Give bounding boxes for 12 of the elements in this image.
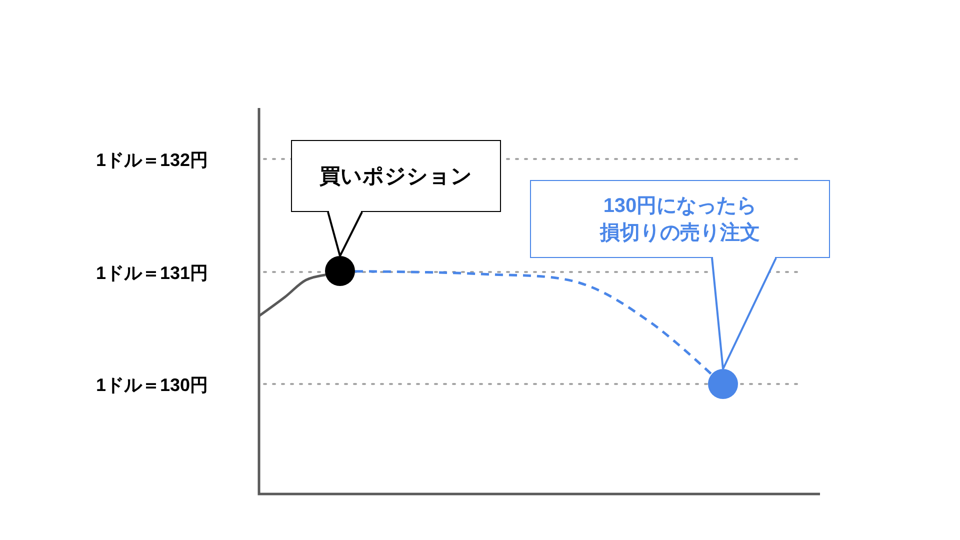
callout-pointer	[711, 257, 777, 370]
axis-label: 1ドル＝131円	[94, 262, 208, 285]
callout-text: 130円になったら損切りの売り注文	[598, 194, 761, 246]
callout-pointer	[327, 211, 363, 257]
dot-marker	[708, 369, 738, 399]
callout-text: 買いポジション	[320, 164, 472, 190]
speech-callout	[291, 140, 501, 212]
dashed-price-line	[354, 270, 712, 376]
dot-marker	[325, 256, 355, 286]
axis-label: 1ドル＝132円	[94, 149, 208, 172]
price-line	[258, 274, 326, 318]
axis-label: 1ドル＝130円	[94, 374, 208, 397]
